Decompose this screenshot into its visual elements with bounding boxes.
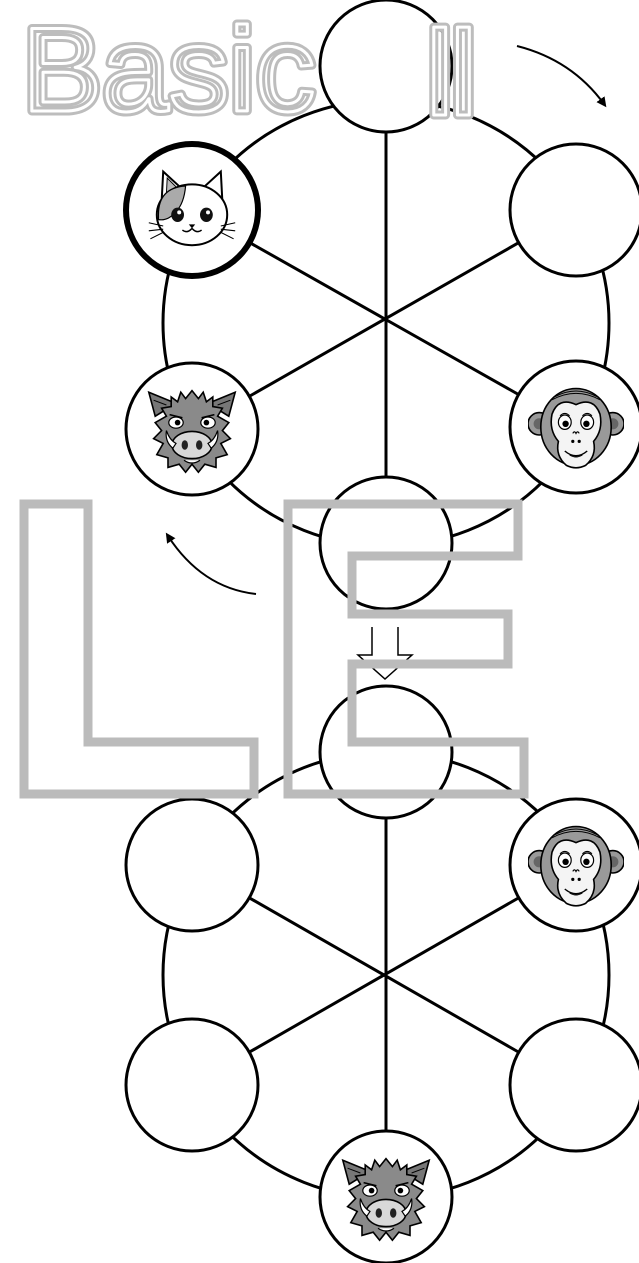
slot-lower-right[interactable] — [508, 359, 639, 495]
slot-circle[interactable] — [318, 475, 454, 611]
title-text-inner: Basic — [22, 3, 315, 137]
slot-bottom[interactable] — [318, 1129, 454, 1263]
slot-upper-right[interactable] — [508, 797, 639, 933]
title-numeral-inner: Ⅱ — [422, 7, 481, 141]
bottom-puzzle-diagram — [124, 684, 639, 1263]
slot-circle[interactable] — [508, 1017, 639, 1153]
slot-circle[interactable] — [124, 1017, 260, 1153]
slot-lower-left[interactable] — [124, 361, 260, 497]
slot-upper-left[interactable] — [124, 797, 260, 933]
overlay-letters — [19, 499, 529, 799]
counterclockwise-arrow — [165, 532, 257, 595]
overlay-letter-l — [19, 499, 259, 799]
slot-circle[interactable] — [124, 797, 260, 933]
slot-circle[interactable] — [318, 0, 454, 134]
spoke-line — [191, 208, 577, 429]
slot-lower-right[interactable] — [508, 1017, 639, 1153]
title-text: Basic — [22, 3, 315, 137]
slot-upper-right[interactable] — [508, 142, 639, 278]
overlay-letter-e — [283, 499, 529, 799]
slot-lower-left[interactable] — [124, 1017, 260, 1153]
slot-top[interactable] — [318, 0, 454, 134]
slot-circle[interactable] — [508, 142, 639, 278]
transition-down-arrow — [356, 627, 414, 681]
slot-upper-left[interactable] — [123, 141, 261, 279]
title-numeral: Ⅱ — [422, 7, 481, 141]
page-title: Basic Basic Ⅱ Ⅱ — [18, 0, 486, 146]
spoke-line — [191, 863, 577, 1087]
clockwise-arrow — [516, 45, 607, 108]
slot-bottom[interactable] — [318, 475, 454, 611]
